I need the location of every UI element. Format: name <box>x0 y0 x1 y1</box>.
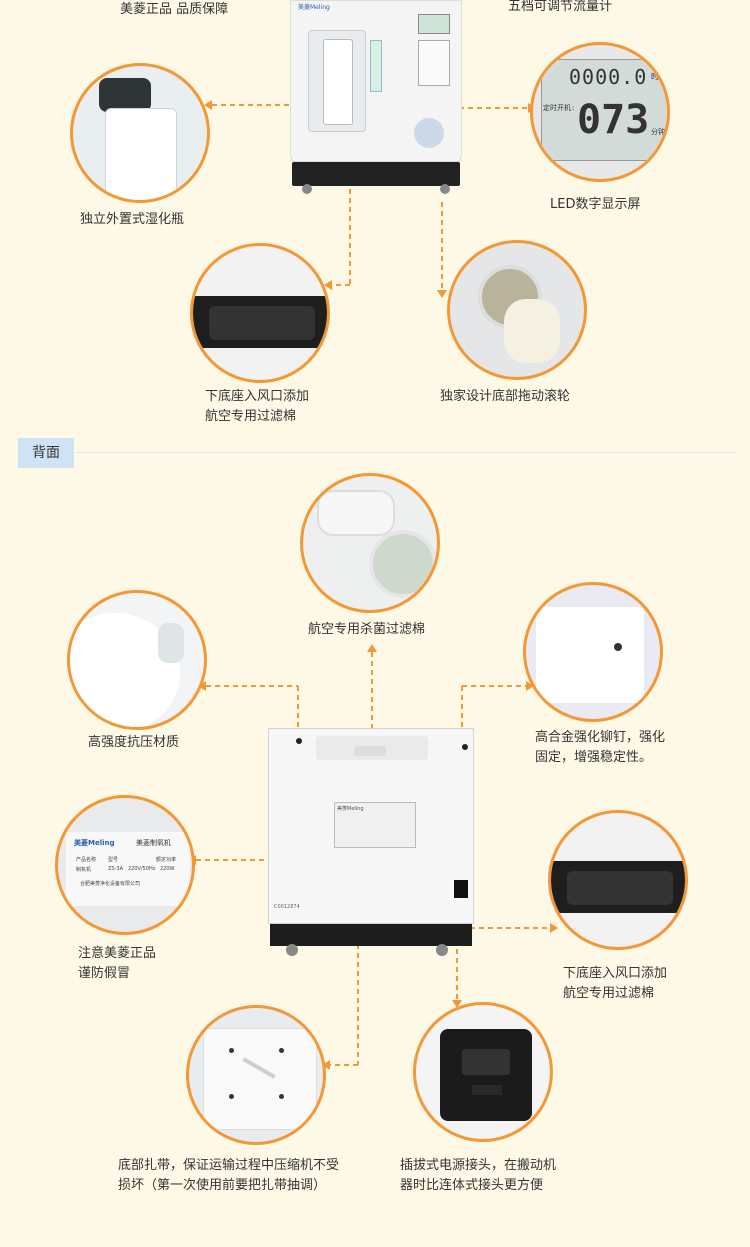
lcd-timer-unit: 分钟 <box>651 128 665 136</box>
back-filter-label-line2: 航空专用过滤棉 <box>563 986 655 1001</box>
wheel-label: 独家设计底部拖动滚轮 <box>440 389 571 404</box>
front-mini-lcd <box>418 14 450 34</box>
control-panel <box>418 40 450 86</box>
strap-photo <box>186 1005 326 1145</box>
nameplate-company: 合肥美菱净化设备有限公司 <box>80 881 141 887</box>
front-wheel-right <box>440 184 450 194</box>
flow-meter-label: 五档可调节流量计 <box>508 0 613 14</box>
rivet-label-line2: 固定，增强稳定性。 <box>535 750 653 765</box>
nameplate-label-line1: 注意美菱正品 <box>78 946 157 961</box>
lcd-timer-label: 定时开机: <box>543 104 576 112</box>
plug-label-line1: 插拔式电源接头，在搬动机 <box>400 1158 557 1173</box>
nameplate-photo: 美菱Meling 美菱制氧机 产品名称 型号 额定功率 制氧机 ZS-3A 22… <box>55 795 195 935</box>
plug-label-line2: 器时比连体式接头更方便 <box>400 1178 544 1193</box>
humidifier-label: 独立外置式湿化瓶 <box>80 212 185 227</box>
nameplate-row2-col2: ZS-3A <box>108 866 124 872</box>
humidifier-bottle-photo <box>70 63 210 203</box>
back-nameplate: 美菱Meling <box>334 802 416 848</box>
back-serial: C0012874 <box>274 904 300 910</box>
front-sticker <box>414 118 444 148</box>
back-wheel-left <box>286 944 298 956</box>
back-nameplate-brand: 美菱Meling <box>337 806 364 812</box>
strap-label-line1: 底部扎带，保证运输过程中压缩机不受 <box>118 1158 340 1173</box>
front-brand: 美菱Meling <box>298 4 330 11</box>
wheel-photo <box>447 240 587 380</box>
back-wheel-right <box>436 944 448 956</box>
strap-label-line2: 损坏（第一次使用前要把扎带抽调） <box>118 1178 327 1193</box>
front-base <box>292 162 460 186</box>
lcd-top-unit: 时 <box>651 72 659 81</box>
nameplate-brand: 美菱Meling <box>74 839 115 847</box>
front-wheel-left <box>302 184 312 194</box>
genuine-label: 美菱正品 品质保障 <box>120 2 229 17</box>
material-photo <box>67 590 207 730</box>
front-filter-label-line1: 下底座入风口添加 <box>205 389 310 404</box>
section-divider <box>76 452 736 453</box>
rivet-photo <box>523 582 663 722</box>
nameplate-row1-col2: 型号 <box>108 857 119 863</box>
nameplate-label-line2: 谨防假冒 <box>78 966 131 981</box>
flow-meter-tube <box>370 40 382 92</box>
front-machine: 美菱Meling <box>290 0 462 200</box>
led-label: LED数字显示屏 <box>550 197 641 212</box>
back-filter-label-line1: 下底座入风口添加 <box>563 966 668 981</box>
nameplate-row2-col4: 220W <box>160 866 175 872</box>
material-label: 高强度抗压材质 <box>88 735 180 750</box>
nameplate-row2-col1: 制氧机 <box>76 867 92 873</box>
lcd-timer-value: 073 <box>577 97 650 143</box>
plug-photo <box>413 1002 553 1142</box>
front-filter-photo <box>190 243 330 383</box>
rivet-label-line1: 高合金强化铆钉，强化 <box>535 730 666 745</box>
nameplate-product: 美菱制氧机 <box>136 839 171 847</box>
back-machine: 美菱Meling C0012874 <box>268 728 474 960</box>
back-power-socket <box>454 880 468 898</box>
back-filter-photo <box>548 810 688 950</box>
section-back-tag: 背面 <box>18 438 74 468</box>
back-base <box>270 924 472 946</box>
led-display-photo: 0000.0 时 定时开机: 073 分钟 <box>530 42 670 182</box>
sterile-filter-photo <box>300 473 440 613</box>
nameplate-row2-col3: 220V/50Hz <box>128 866 156 872</box>
humidifier-bottle-slot <box>308 30 366 132</box>
nameplate-row1-col3: 额定功率 <box>156 857 177 863</box>
sterile-filter-label: 航空专用杀菌过滤棉 <box>308 622 426 637</box>
front-filter-label-line2: 航空专用过滤棉 <box>205 409 297 424</box>
nameplate-row1-col1: 产品名称 <box>76 857 97 863</box>
lcd-top-value: 0000.0 <box>569 65 648 89</box>
